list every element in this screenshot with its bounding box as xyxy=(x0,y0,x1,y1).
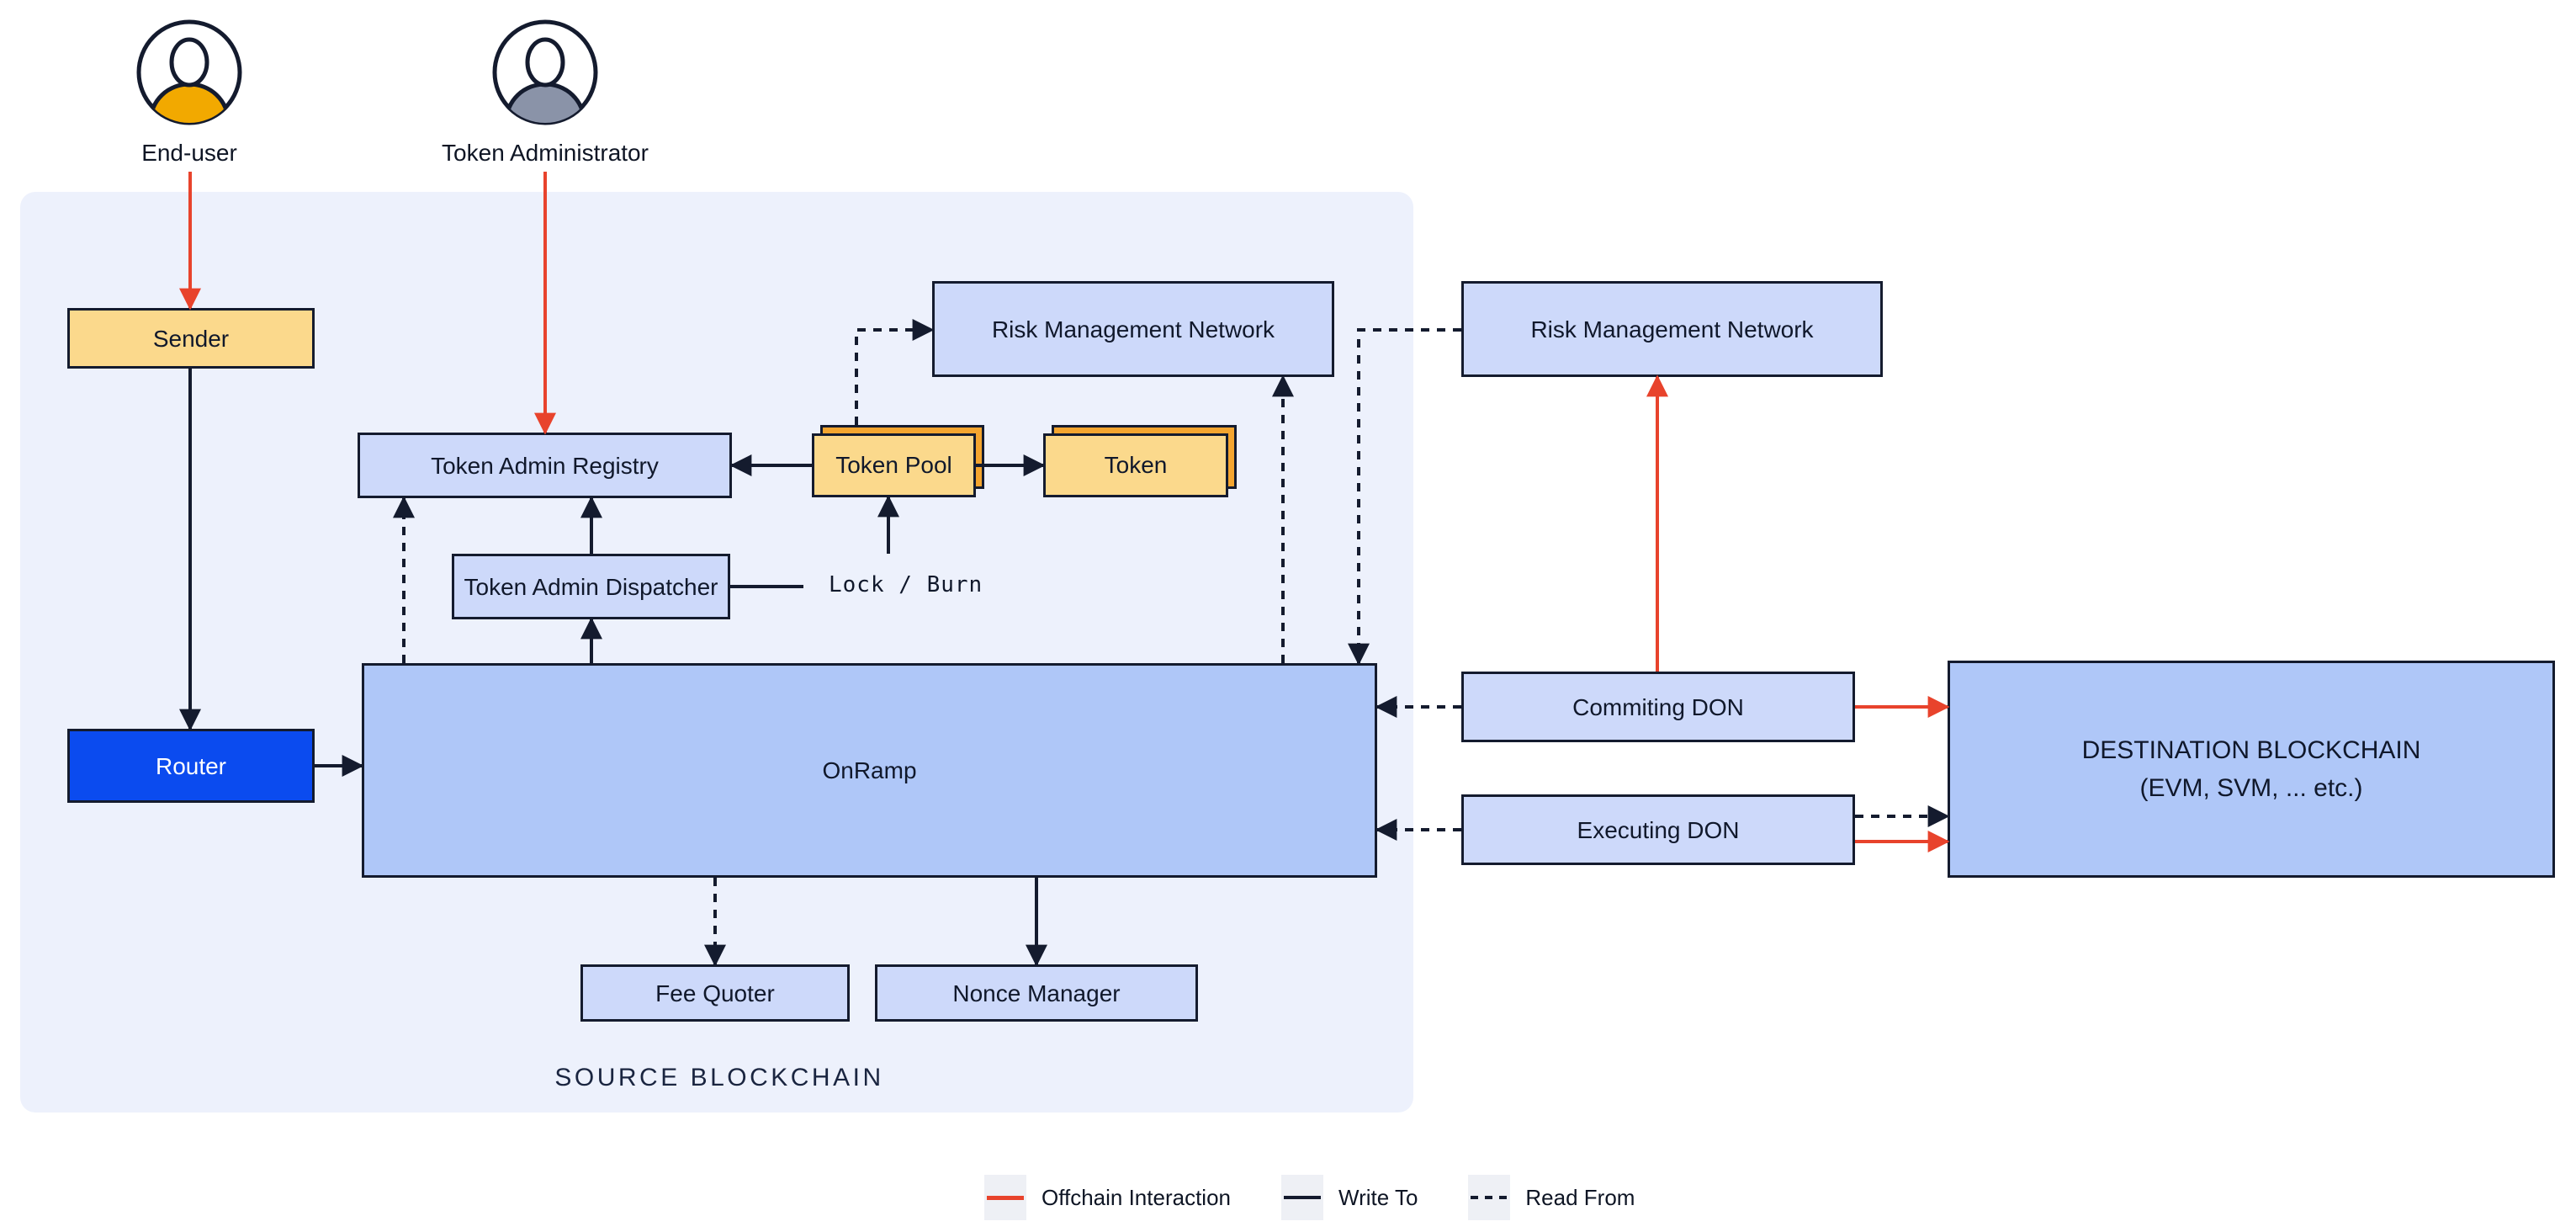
lock-burn-note: Lock / Burn xyxy=(829,572,983,597)
write-to-line-icon xyxy=(1284,1196,1321,1199)
source-blockchain-label: SOURCE BLOCKCHAIN xyxy=(554,1064,884,1091)
legend-label-write-to: Write To xyxy=(1338,1184,1418,1210)
legend-item-write-to: Write To xyxy=(1281,1175,1418,1220)
destination-blockchain-line2: (EVM, SVM, ... etc.) xyxy=(2139,774,2363,802)
node-router: Router xyxy=(67,729,315,803)
node-token: Token xyxy=(1043,433,1228,497)
legend-item-offchain: Offchain Interaction xyxy=(984,1175,1231,1220)
node-risk-management-network-source: Risk Management Network xyxy=(932,281,1334,377)
read-from-line-icon xyxy=(1471,1196,1508,1199)
person-icon xyxy=(136,19,242,125)
destination-blockchain-line1: DESTINATION BLOCKCHAIN xyxy=(2081,735,2421,764)
legend-swatch-offchain xyxy=(984,1175,1026,1220)
token-administrator-label: Token Administrator xyxy=(442,140,649,166)
node-token-admin-dispatcher: Token Admin Dispatcher xyxy=(452,554,730,619)
legend: Offchain Interaction Write To Read From xyxy=(984,1175,1635,1220)
node-token-pool-stack: Token Pool xyxy=(812,425,984,497)
node-token-admin-registry: Token Admin Registry xyxy=(358,433,732,498)
node-risk-management-network-offchain: Risk Management Network xyxy=(1461,281,1883,377)
node-destination-blockchain: DESTINATION BLOCKCHAIN (EVM, SVM, ... et… xyxy=(1948,661,2555,878)
person-icon xyxy=(492,19,598,125)
avatar-head xyxy=(169,37,209,88)
legend-swatch-read-from xyxy=(1468,1175,1511,1220)
offchain-line-icon xyxy=(987,1195,1024,1200)
legend-label-read-from: Read From xyxy=(1525,1184,1635,1210)
node-nonce-manager: Nonce Manager xyxy=(875,964,1198,1022)
node-commiting-don: Commiting DON xyxy=(1461,672,1855,742)
legend-label-offchain: Offchain Interaction xyxy=(1042,1184,1231,1210)
node-fee-quoter: Fee Quoter xyxy=(580,964,850,1022)
node-token-pool: Token Pool xyxy=(812,433,976,497)
avatar-head xyxy=(525,37,565,88)
end-user-label: End-user xyxy=(141,140,237,166)
end-user-avatar xyxy=(132,15,246,134)
legend-swatch-write-to xyxy=(1281,1175,1323,1220)
destination-blockchain-text: DESTINATION BLOCKCHAIN (EVM, SVM, ... et… xyxy=(2082,735,2421,805)
token-administrator-avatar xyxy=(488,15,602,134)
node-onramp: OnRamp xyxy=(362,663,1377,878)
node-sender: Sender xyxy=(67,308,315,369)
node-executing-don: Executing DON xyxy=(1461,794,1855,865)
node-token-stack: Token xyxy=(1043,425,1237,497)
legend-item-read-from: Read From xyxy=(1468,1175,1635,1220)
